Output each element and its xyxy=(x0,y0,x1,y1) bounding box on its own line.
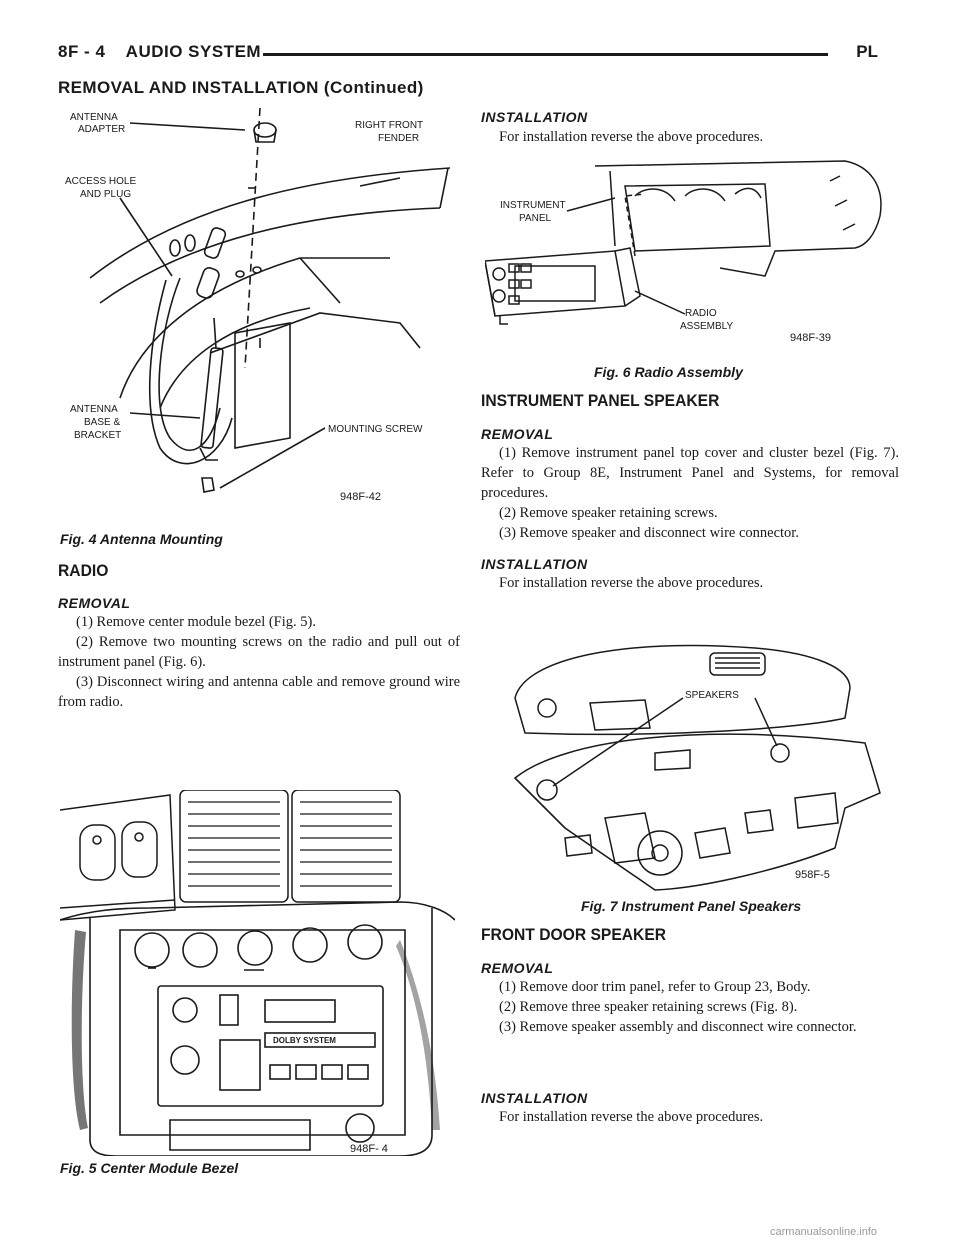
section-door-speaker-title: FRONT DOOR SPEAKER xyxy=(481,925,667,944)
door-speaker-removal-steps: (1) Remove door trim panel, refer to Gro… xyxy=(481,977,899,1037)
figure-ip-speakers: SPEAKERS 958F-5 xyxy=(505,628,885,893)
watermark-footer: carmanualsonline.info xyxy=(770,1226,878,1238)
radio-step-1: (1) Remove center module bezel (Fig. 5). xyxy=(76,614,316,630)
ip-speaker-installation-text: For installation reverse the above proce… xyxy=(499,573,899,593)
ip-speaker-step-3: (3) Remove speaker and disconnect wire c… xyxy=(499,525,799,541)
header-rule xyxy=(263,53,828,56)
label-antenna-adapter-2: ADAPTER xyxy=(78,124,125,135)
ip-speaker-step-2: (2) Remove speaker retaining screws. xyxy=(499,505,718,521)
label-antenna-base-2: BASE & xyxy=(84,417,120,428)
ip-speaker-removal-steps: (1) Remove instrument panel top cover an… xyxy=(481,443,899,543)
page-header: 8F - 4 AUDIO SYSTEM PL xyxy=(58,42,878,74)
radio-removal-steps: (1) Remove center module bezel (Fig. 5).… xyxy=(58,612,460,712)
door-speaker-installation-paragraph: For installation reverse the above proce… xyxy=(499,1109,764,1125)
ip-speaker-step-1: (1) Remove instrument panel top cover an… xyxy=(481,445,899,501)
label-mounting-screw: MOUNTING SCREW xyxy=(328,424,423,435)
continued-title: REMOVAL AND INSTALLATION (Continued) xyxy=(58,78,424,97)
header-model-code: PL xyxy=(856,42,878,61)
label-right-front-1: RIGHT FRONT xyxy=(355,120,423,131)
figure-code-948f-4: 948F- 4 xyxy=(350,1143,388,1155)
ip-speaker-installation-title: INSTALLATION xyxy=(481,556,588,572)
label-access-hole-2: AND PLUG xyxy=(80,189,131,200)
section-radio-title: RADIO xyxy=(58,561,109,580)
caption-fig-5: Fig. 5 Center Module Bezel xyxy=(60,1160,239,1176)
caption-fig-4: Fig. 4 Antenna Mounting xyxy=(60,531,223,547)
dolby-system-label: DOLBY SYSTEM xyxy=(273,1036,336,1045)
label-speakers: SPEAKERS xyxy=(685,690,739,701)
door-speaker-step-1: (1) Remove door trim panel, refer to Gro… xyxy=(499,979,811,995)
label-antenna-base-1: ANTENNA xyxy=(70,404,118,415)
radio-installation-text: For installation reverse the above proce… xyxy=(499,127,899,147)
label-antenna-adapter-1: ANTENNA xyxy=(70,112,118,123)
door-speaker-step-3: (3) Remove speaker assembly and disconne… xyxy=(499,1019,857,1035)
ip-speakers-illustration: SPEAKERS 958F-5 xyxy=(513,644,881,891)
antenna-mounting-illustration: ANTENNA ADAPTER RIGHT FRONT FENDER ACCES… xyxy=(65,108,450,503)
ip-speaker-removal-title: REMOVAL xyxy=(481,426,554,442)
figure-radio-assembly: INSTRUMENT PANEL RADIO ASSEMBLY 948F-39 xyxy=(485,156,895,356)
label-radio-assembly-1: RADIO xyxy=(685,308,717,319)
figure-code-948f-39: 948F-39 xyxy=(790,332,831,344)
radio-installation-title: INSTALLATION xyxy=(481,109,588,125)
ip-speaker-installation-paragraph: For installation reverse the above proce… xyxy=(499,575,764,591)
radio-installation-paragraph: For installation reverse the above proce… xyxy=(499,129,764,145)
label-radio-assembly-2: ASSEMBLY xyxy=(680,321,733,332)
label-antenna-base-3: BRACKET xyxy=(74,430,121,441)
radio-removal-title: REMOVAL xyxy=(58,595,131,611)
door-speaker-step-2: (2) Remove three speaker retaining screw… xyxy=(499,999,798,1015)
radio-step-3: (3) Disconnect wiring and antenna cable … xyxy=(58,674,460,710)
label-access-hole-1: ACCESS HOLE xyxy=(65,176,136,187)
label-instrument-panel-1: INSTRUMENT xyxy=(500,200,566,211)
section-ip-speaker-title: INSTRUMENT PANEL SPEAKER xyxy=(481,391,720,410)
door-speaker-installation-text: For installation reverse the above proce… xyxy=(499,1107,899,1127)
center-module-bezel-illustration: DOLBY SYSTEM 948F- 4 xyxy=(60,790,455,1156)
header-section-title: 8F - 4 AUDIO SYSTEM xyxy=(58,42,262,61)
label-instrument-panel-2: PANEL xyxy=(519,213,551,224)
figure-center-module-bezel: DOLBY SYSTEM 948F- 4 xyxy=(60,790,455,1156)
figure-code-948f-42: 948F-42 xyxy=(340,491,381,503)
radio-assembly-illustration: INSTRUMENT PANEL RADIO ASSEMBLY 948F-39 xyxy=(485,160,882,344)
door-speaker-installation-title: INSTALLATION xyxy=(481,1090,588,1106)
label-right-front-2: FENDER xyxy=(378,133,419,144)
caption-fig-6: Fig. 6 Radio Assembly xyxy=(594,364,743,380)
door-speaker-removal-title: REMOVAL xyxy=(481,960,554,976)
radio-step-2: (2) Remove two mounting screws on the ra… xyxy=(58,634,460,670)
figure-antenna-mounting: ANTENNA ADAPTER RIGHT FRONT FENDER ACCES… xyxy=(60,108,450,528)
figure-code-958f-5: 958F-5 xyxy=(795,869,830,881)
caption-fig-7: Fig. 7 Instrument Panel Speakers xyxy=(581,898,802,914)
